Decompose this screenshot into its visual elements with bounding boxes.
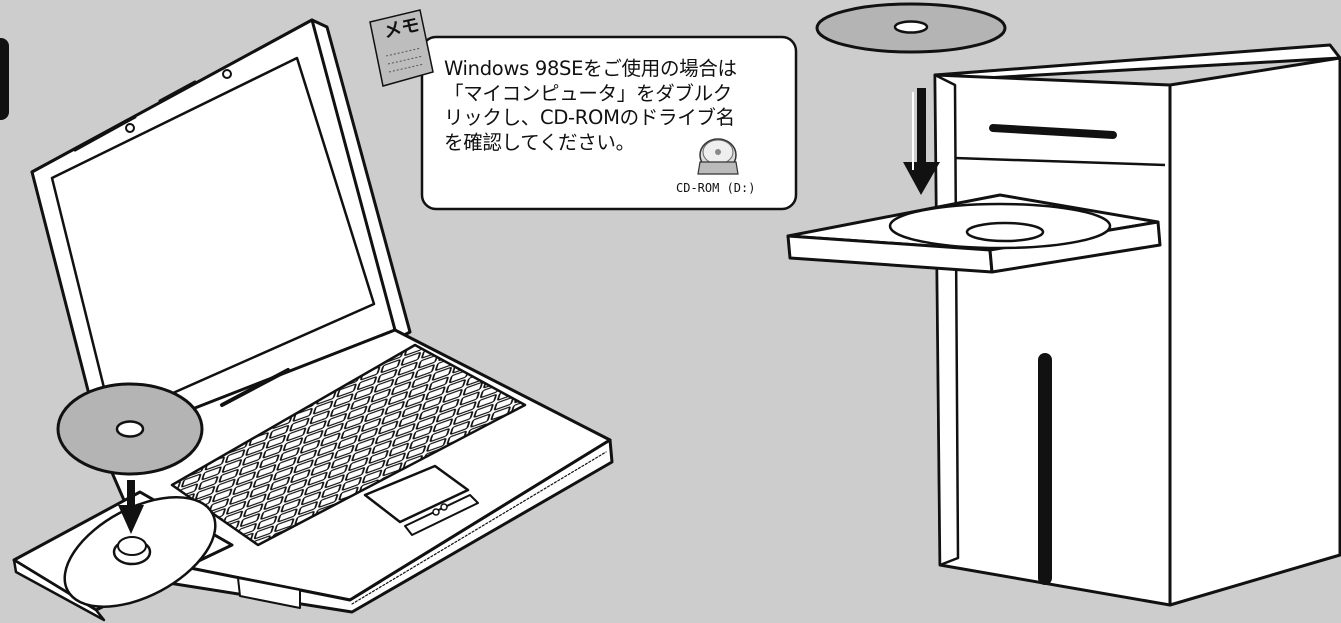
drive-label: CD-ROM (D:) (676, 181, 756, 195)
insert-arrow-tower (903, 88, 940, 195)
cd-drive-icon (697, 138, 739, 175)
page-edge-tab (0, 38, 9, 120)
desktop-tower (786, 43, 1341, 607)
laptop (12, 18, 614, 622)
tower-front (933, 73, 1172, 607)
memo-text: Windows 98SEをご使用の場合は「マイコンピュータ」をダブルクリックし、… (444, 57, 789, 155)
insert-arrow-laptop (118, 480, 144, 534)
disc-laptop (56, 382, 204, 476)
laptop-keyboard (170, 343, 527, 547)
tower-floppy-slot (989, 124, 1117, 139)
memo-line: リックし、CD-ROMのドライブ名 (444, 106, 735, 129)
disc-tower (815, 2, 1007, 54)
laptop-touchpad (363, 464, 470, 524)
memo-line: 「マイコンピュータ」をダブルク (444, 81, 733, 105)
memo-line: を確認してください。 (444, 130, 635, 154)
memo-line: Windows 98SEをご使用の場合は (444, 57, 737, 80)
laptop-screen (50, 56, 376, 422)
tower-side (1168, 56, 1341, 607)
memo-note-icon (369, 9, 434, 87)
